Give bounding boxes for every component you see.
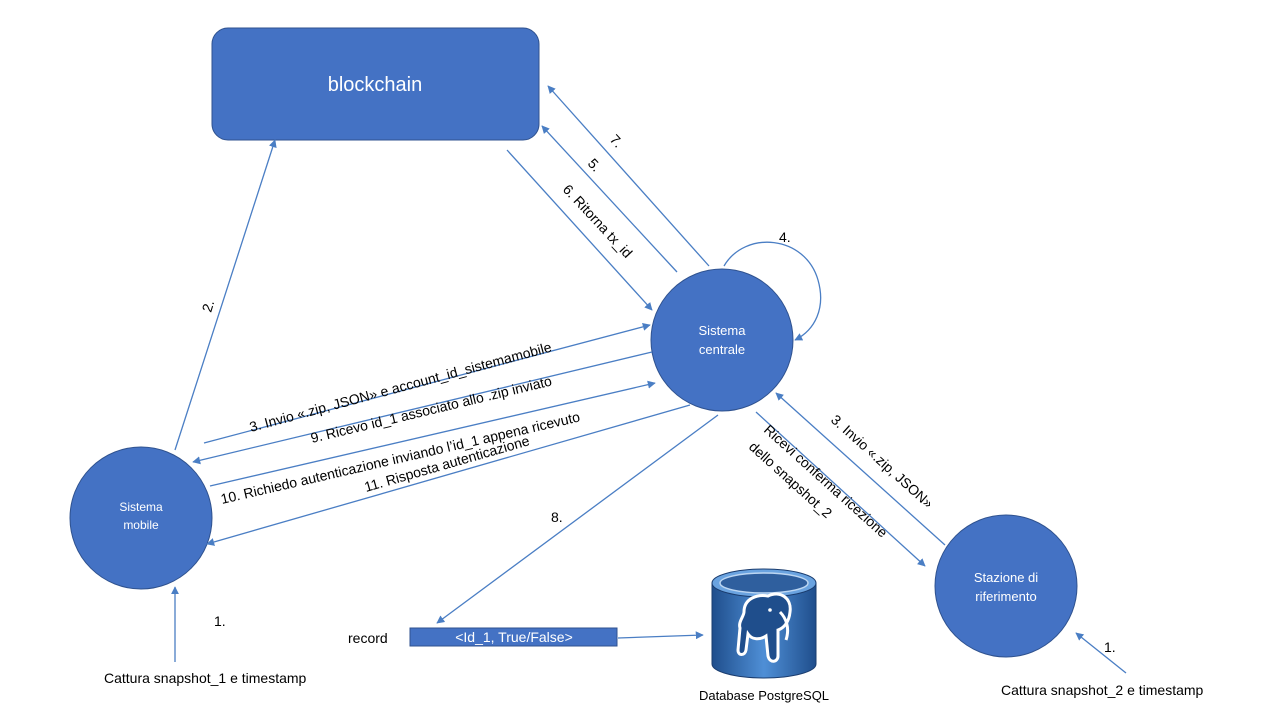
- postgresql-elephant-icon: [736, 592, 792, 663]
- arrow-step7: [547, 85, 710, 267]
- label-step1-station: 1.: [1104, 639, 1116, 655]
- blockchain-label: blockchain: [328, 74, 423, 96]
- arrow-step9: [192, 351, 653, 465]
- record-label: record: [348, 630, 388, 646]
- arrow-step3-mobile: [203, 322, 651, 444]
- central-system-label-line1: Sistema: [699, 323, 747, 338]
- database-label: Database PostgreSQL: [699, 688, 829, 703]
- caption-capture-snapshot-2: Cattura snapshot_2 e timestamp: [1001, 682, 1204, 698]
- reference-station-node: Stazione di riferimento: [934, 514, 1078, 658]
- arrow-step5: [541, 125, 678, 273]
- arrow-step6: [506, 149, 653, 311]
- postgresql-database-icon: Database PostgreSQL: [699, 568, 829, 703]
- arrow-record-to-db: [617, 631, 704, 640]
- blockchain-node: blockchain: [211, 27, 540, 141]
- record-box: <Id_1, True/False>: [409, 627, 618, 647]
- mobile-system-label-line2: mobile: [123, 518, 159, 532]
- label-step8: 8.: [551, 509, 563, 525]
- reference-station-label-line2: riferimento: [975, 589, 1036, 604]
- mobile-system-node: Sistema mobile: [69, 446, 213, 590]
- arrow-step11: [206, 404, 691, 546]
- arrow-step4-self-loop: [723, 241, 822, 341]
- central-system-node: Sistema centrale: [650, 268, 794, 412]
- arrow-step3-station: [775, 392, 946, 546]
- label-step5: 5.: [585, 155, 605, 174]
- label-step2: 2.: [199, 298, 218, 314]
- arrow-step1-station: [1075, 632, 1127, 674]
- caption-capture-snapshot-1: Cattura snapshot_1 e timestamp: [104, 670, 307, 686]
- label-step7: 7.: [607, 131, 627, 150]
- reference-station-label-line1: Stazione di: [974, 570, 1038, 585]
- arrow-step10: [209, 380, 656, 487]
- label-step4: 4.: [779, 229, 791, 245]
- label-step1-mobile: 1.: [214, 613, 226, 629]
- arrow-step2: [174, 139, 277, 451]
- mobile-system-label-line1: Sistema: [119, 500, 163, 514]
- record-value: <Id_1, True/False>: [455, 629, 573, 645]
- arrow-confirm-receipt: [755, 411, 926, 567]
- arrow-step8: [436, 414, 719, 624]
- central-system-label-line2: centrale: [699, 342, 745, 357]
